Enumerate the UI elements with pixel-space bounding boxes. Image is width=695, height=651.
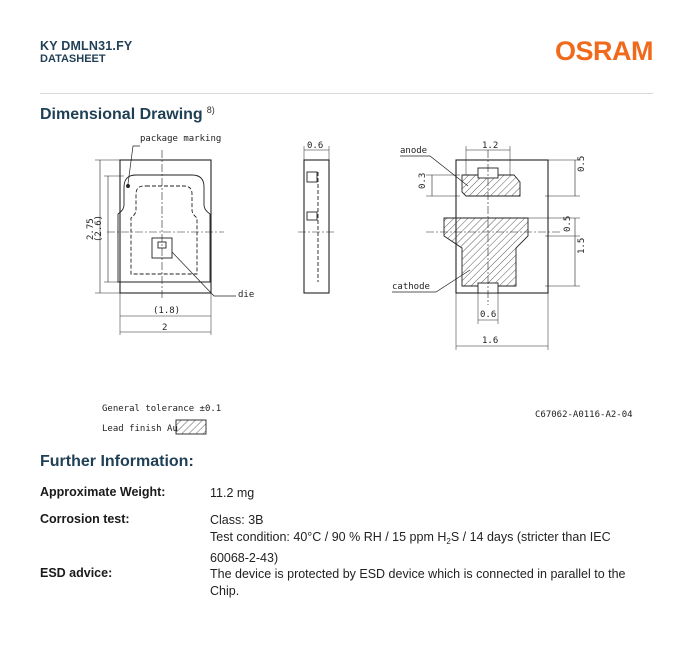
dim-0-5-mid: 0.5	[563, 216, 573, 232]
anode-pad	[461, 174, 521, 197]
esd-value: The device is protected by ESD device wh…	[210, 567, 626, 598]
dim-0-5-top: 0.5	[577, 156, 587, 172]
product-name: KY DMLN31.FY	[40, 39, 133, 53]
general-tolerance: General tolerance ±0.1	[102, 404, 221, 414]
dim-2: 2	[162, 323, 167, 333]
dim-0-6-side: 0.6	[307, 141, 323, 151]
corrosion-value: Class: 3B Test condition: 40°C / 90 % RH…	[210, 512, 650, 567]
document-type: DATASHEET	[40, 53, 106, 65]
dim-0-3: 0.3	[418, 173, 428, 189]
osram-logo: OSRAM	[555, 36, 654, 66]
label-anode: anode	[400, 146, 427, 156]
corrosion-class: Class: 3B	[210, 513, 264, 527]
esd-label: ESD advice:	[40, 566, 113, 580]
dim-0-6-bottom: 0.6	[480, 310, 496, 320]
corrosion-label: Corrosion test:	[40, 512, 130, 526]
drawing-code: C67062-A0116-A2-04	[535, 410, 633, 420]
label-package-marking: package marking	[140, 134, 221, 144]
dim-2-6: (2.6)	[94, 215, 104, 242]
dim-1-5: 1.5	[577, 238, 587, 254]
corrosion-condition: Test condition: 40°C / 90 % RH / 15 ppm …	[210, 530, 611, 565]
cathode-pad	[443, 217, 529, 287]
weight-value: 11.2 mg	[210, 486, 255, 500]
top-view-marking-outline	[117, 174, 211, 283]
further-information-title: Further Information:	[40, 453, 194, 470]
label-cathode: cathode	[392, 282, 430, 292]
top-view-package	[119, 159, 212, 294]
footnote-ref: 8)	[206, 105, 215, 115]
dim-2-75: 2.75	[86, 218, 96, 240]
header-divider	[40, 93, 653, 94]
dimensional-drawing: package marking die anode cathode 2.75 (…	[86, 134, 633, 435]
dim-1-8: (1.8)	[153, 306, 180, 316]
dim-1-2: 1.2	[482, 141, 498, 151]
dim-1-6: 1.6	[482, 336, 498, 346]
label-die: die	[238, 290, 254, 300]
lead-finish-swatch	[175, 419, 207, 435]
weight-label: Approximate Weight:	[40, 485, 166, 499]
lead-finish-label: Lead finish Au	[102, 424, 178, 434]
side-view-package	[303, 159, 330, 294]
